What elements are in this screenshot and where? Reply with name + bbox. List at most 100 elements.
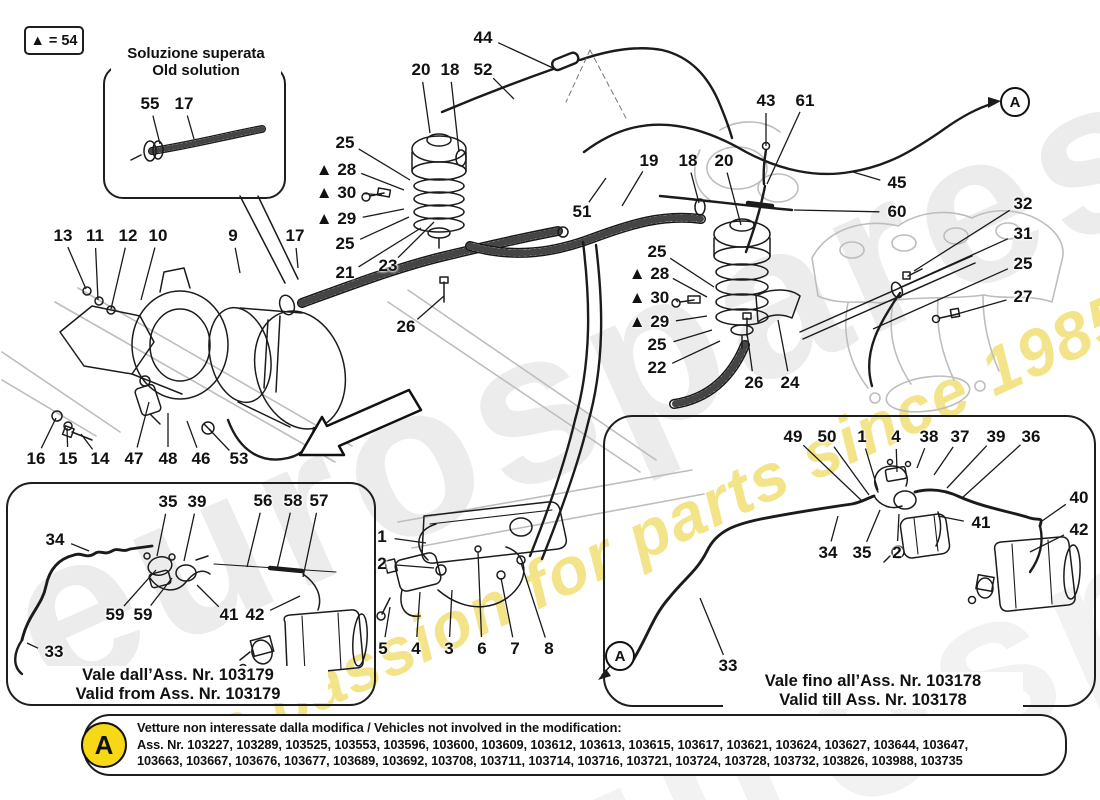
callout-52[interactable]: 52 [473,60,493,79]
callout-53[interactable]: 53 [229,449,249,468]
footnote-text: Vetture non interessate dalla modifica /… [137,720,1057,770]
callout-4[interactable]: 4 [891,427,901,446]
callout-41[interactable]: 41 [219,605,239,624]
callout-33[interactable]: 33 [44,642,64,661]
callout-6[interactable]: 6 [477,639,487,658]
callout-33[interactable]: 33 [718,656,738,675]
callout-28[interactable]: ▲ 28 [628,264,670,283]
callout-26[interactable]: 26 [744,373,764,392]
view-marker-a-inset-label: A [614,647,626,665]
callout-56[interactable]: 56 [253,491,273,510]
callout-37[interactable]: 37 [950,427,970,446]
callout-43[interactable]: 43 [756,91,776,110]
callout-36[interactable]: 36 [1021,427,1041,446]
callout-2[interactable]: 2 [377,554,387,573]
callout-20[interactable]: 20 [714,151,734,170]
callout-58[interactable]: 58 [283,491,303,510]
callout-28[interactable]: ▲ 28 [315,160,357,179]
callout-44[interactable]: 44 [473,28,493,47]
callout-17[interactable]: 17 [174,94,194,113]
old-solution-title-it: Soluzione superata [127,45,265,62]
callout-59[interactable]: 59 [105,605,125,624]
callout-25[interactable]: 25 [647,335,667,354]
footnote-line-1: Vetture non interessate dalla modifica /… [137,720,622,735]
callout-21[interactable]: 21 [335,263,355,282]
inset-left-caption-it: Vale dall’Ass. Nr. 103179 [82,666,274,684]
callout-47[interactable]: 47 [124,449,144,468]
callout-18[interactable]: 18 [678,151,698,170]
callout-7[interactable]: 7 [510,639,520,658]
callout-10[interactable]: 10 [148,226,168,245]
callout-42[interactable]: 42 [245,605,265,624]
callout-30[interactable]: ▲ 30 [628,288,670,307]
callout-45[interactable]: 45 [887,173,907,192]
callout-15[interactable]: 15 [58,449,78,468]
callout-9[interactable]: 9 [228,226,238,245]
view-marker-a-inset: A [605,641,635,671]
direction-arrow [298,388,423,457]
callout-24[interactable]: 24 [780,373,800,392]
callout-49[interactable]: 49 [783,427,803,446]
inset-left-caption-en: Valid from Ass. Nr. 103179 [75,684,281,703]
view-marker-a-main-label: A [1009,93,1021,111]
old-solution-title-en: Old solution [152,61,240,79]
callout-12[interactable]: 12 [118,226,138,245]
callout-4[interactable]: 4 [411,639,421,658]
callout-17[interactable]: 17 [285,226,305,245]
callout-16[interactable]: 16 [26,449,46,468]
callout-32[interactable]: 32 [1013,194,1033,213]
callout-1[interactable]: 1 [377,527,387,546]
callout-3[interactable]: 3 [444,639,454,658]
callout-27[interactable]: 27 [1013,287,1033,306]
callout-5[interactable]: 5 [378,639,388,658]
callout-38[interactable]: 38 [919,427,939,446]
air-valve-right-art [671,198,801,349]
callout-35[interactable]: 35 [158,492,178,511]
callout-18[interactable]: 18 [440,60,460,79]
pipes-art [440,47,996,561]
callout-39[interactable]: 39 [986,427,1006,446]
callout-23[interactable]: 23 [378,256,398,275]
callout-26[interactable]: 26 [396,317,416,336]
callout-30[interactable]: ▲ 30 [315,183,357,202]
callout-19[interactable]: 19 [639,151,659,170]
callout-57[interactable]: 57 [309,491,329,510]
callout-39[interactable]: 39 [187,492,207,511]
callout-25[interactable]: 25 [647,242,667,261]
callout-50[interactable]: 50 [817,427,837,446]
callout-41[interactable]: 41 [971,513,991,532]
callout-31[interactable]: 31 [1013,224,1033,243]
callout-46[interactable]: 46 [191,449,211,468]
callout-8[interactable]: 8 [544,639,554,658]
inset-left-art [14,544,368,676]
callout-11[interactable]: 11 [86,226,104,245]
callout-2[interactable]: 2 [892,543,902,562]
callout-20[interactable]: 20 [411,60,431,79]
callout-14[interactable]: 14 [90,449,110,468]
callout-60[interactable]: 60 [887,202,907,221]
callout-42[interactable]: 42 [1069,520,1089,539]
callout-22[interactable]: 22 [647,358,667,377]
callout-59[interactable]: 59 [133,605,153,624]
air-pump-art [51,267,347,461]
callout-25[interactable]: 25 [1013,254,1033,273]
callout-29[interactable]: ▲ 29 [628,312,670,331]
inset-right-caption: Vale fino all’Ass. Nr. 103178 Valid till… [723,672,1023,709]
callout-61[interactable]: 61 [795,91,815,110]
callout-34[interactable]: 34 [45,530,65,549]
callout-25[interactable]: 25 [335,133,355,152]
callout-35[interactable]: 35 [852,543,872,562]
callout-51[interactable]: 51 [572,202,592,221]
callout-1[interactable]: 1 [857,427,867,446]
callout-48[interactable]: 48 [158,449,178,468]
modification-footnote: A Vetture non interessate dalla modifica… [81,714,1067,776]
callout-25[interactable]: 25 [335,234,355,253]
callout-13[interactable]: 13 [53,226,73,245]
callout-40[interactable]: 40 [1069,488,1089,507]
footnote-marker-a: A [81,722,127,768]
callout-34[interactable]: 34 [818,543,838,562]
component-line-art [14,47,1081,680]
callout-29[interactable]: ▲ 29 [315,209,357,228]
callout-55[interactable]: 55 [140,94,160,113]
